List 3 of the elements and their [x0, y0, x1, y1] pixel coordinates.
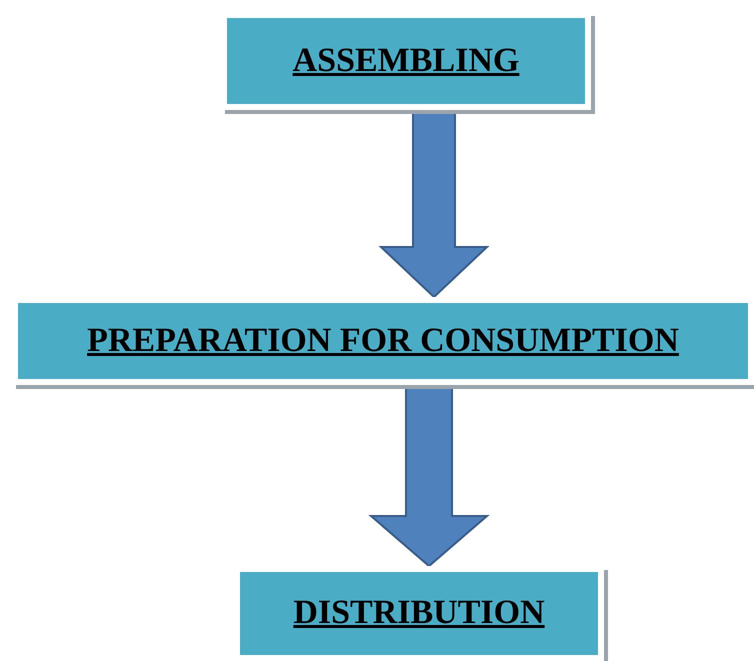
box-label: ASSEMBLING: [292, 40, 520, 81]
box-label: DISTRIBUTION: [293, 593, 545, 634]
box-label: PREPARATION FOR CONSUMPTION: [87, 320, 679, 361]
